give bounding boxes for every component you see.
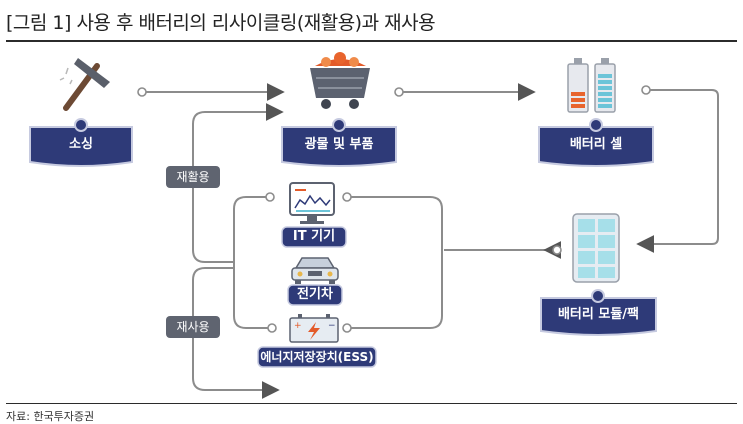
line-left-loop [233, 196, 270, 329]
connector-dot [265, 192, 275, 202]
svg-text:−: − [328, 321, 336, 331]
source-note: 자료: 한국투자증권 [6, 410, 95, 423]
arrow-cell-to-module [636, 89, 719, 253]
node-box-ess [257, 346, 377, 368]
node-box-module [540, 289, 657, 336]
connector-dot [552, 245, 562, 255]
monitor-icon [289, 182, 335, 224]
node-box-cell [538, 118, 654, 167]
connector-dot [641, 85, 651, 95]
title-rule [6, 40, 737, 42]
connector-dot [342, 323, 352, 333]
badge-reuse: 재사용 [166, 316, 220, 338]
connector-dot [394, 87, 404, 97]
footer-rule [6, 403, 737, 404]
node-box-minerals [281, 118, 397, 167]
node-label-battery-cell: 배터리 셀 [569, 137, 623, 152]
connector-dot [137, 87, 147, 97]
node-label-mining: 소싱 [69, 137, 93, 152]
pickaxe-icon [59, 58, 110, 111]
badge-recycle: 재활용 [166, 166, 220, 188]
connector-dot [342, 192, 352, 202]
battery-module-icon [572, 213, 620, 283]
node-label-it-device: IT 기기 [292, 229, 336, 244]
node-label-ev: 전기차 [297, 287, 333, 302]
node-box-mining [29, 118, 133, 167]
electric-car-icon [291, 257, 339, 284]
node-label-minerals: 광물 및 부품 [304, 137, 374, 152]
node-box-ev [287, 284, 343, 306]
battery-cells-icon [567, 58, 616, 113]
line-hub-loop [348, 196, 443, 329]
connector-dot [267, 323, 277, 333]
mine-cart-icon [310, 52, 370, 109]
node-label-ess: 에너지저장장치(ESS) [260, 350, 374, 364]
svg-text:+: + [294, 321, 302, 331]
ess-battery-icon: + − [289, 314, 339, 343]
node-box-it [281, 226, 347, 248]
figure-title: [그림 1] 사용 후 배터리의 리사이클링(재활용)과 재사용 [6, 12, 436, 34]
node-label-battery-module: 배터리 모듈/팩 [557, 307, 640, 322]
